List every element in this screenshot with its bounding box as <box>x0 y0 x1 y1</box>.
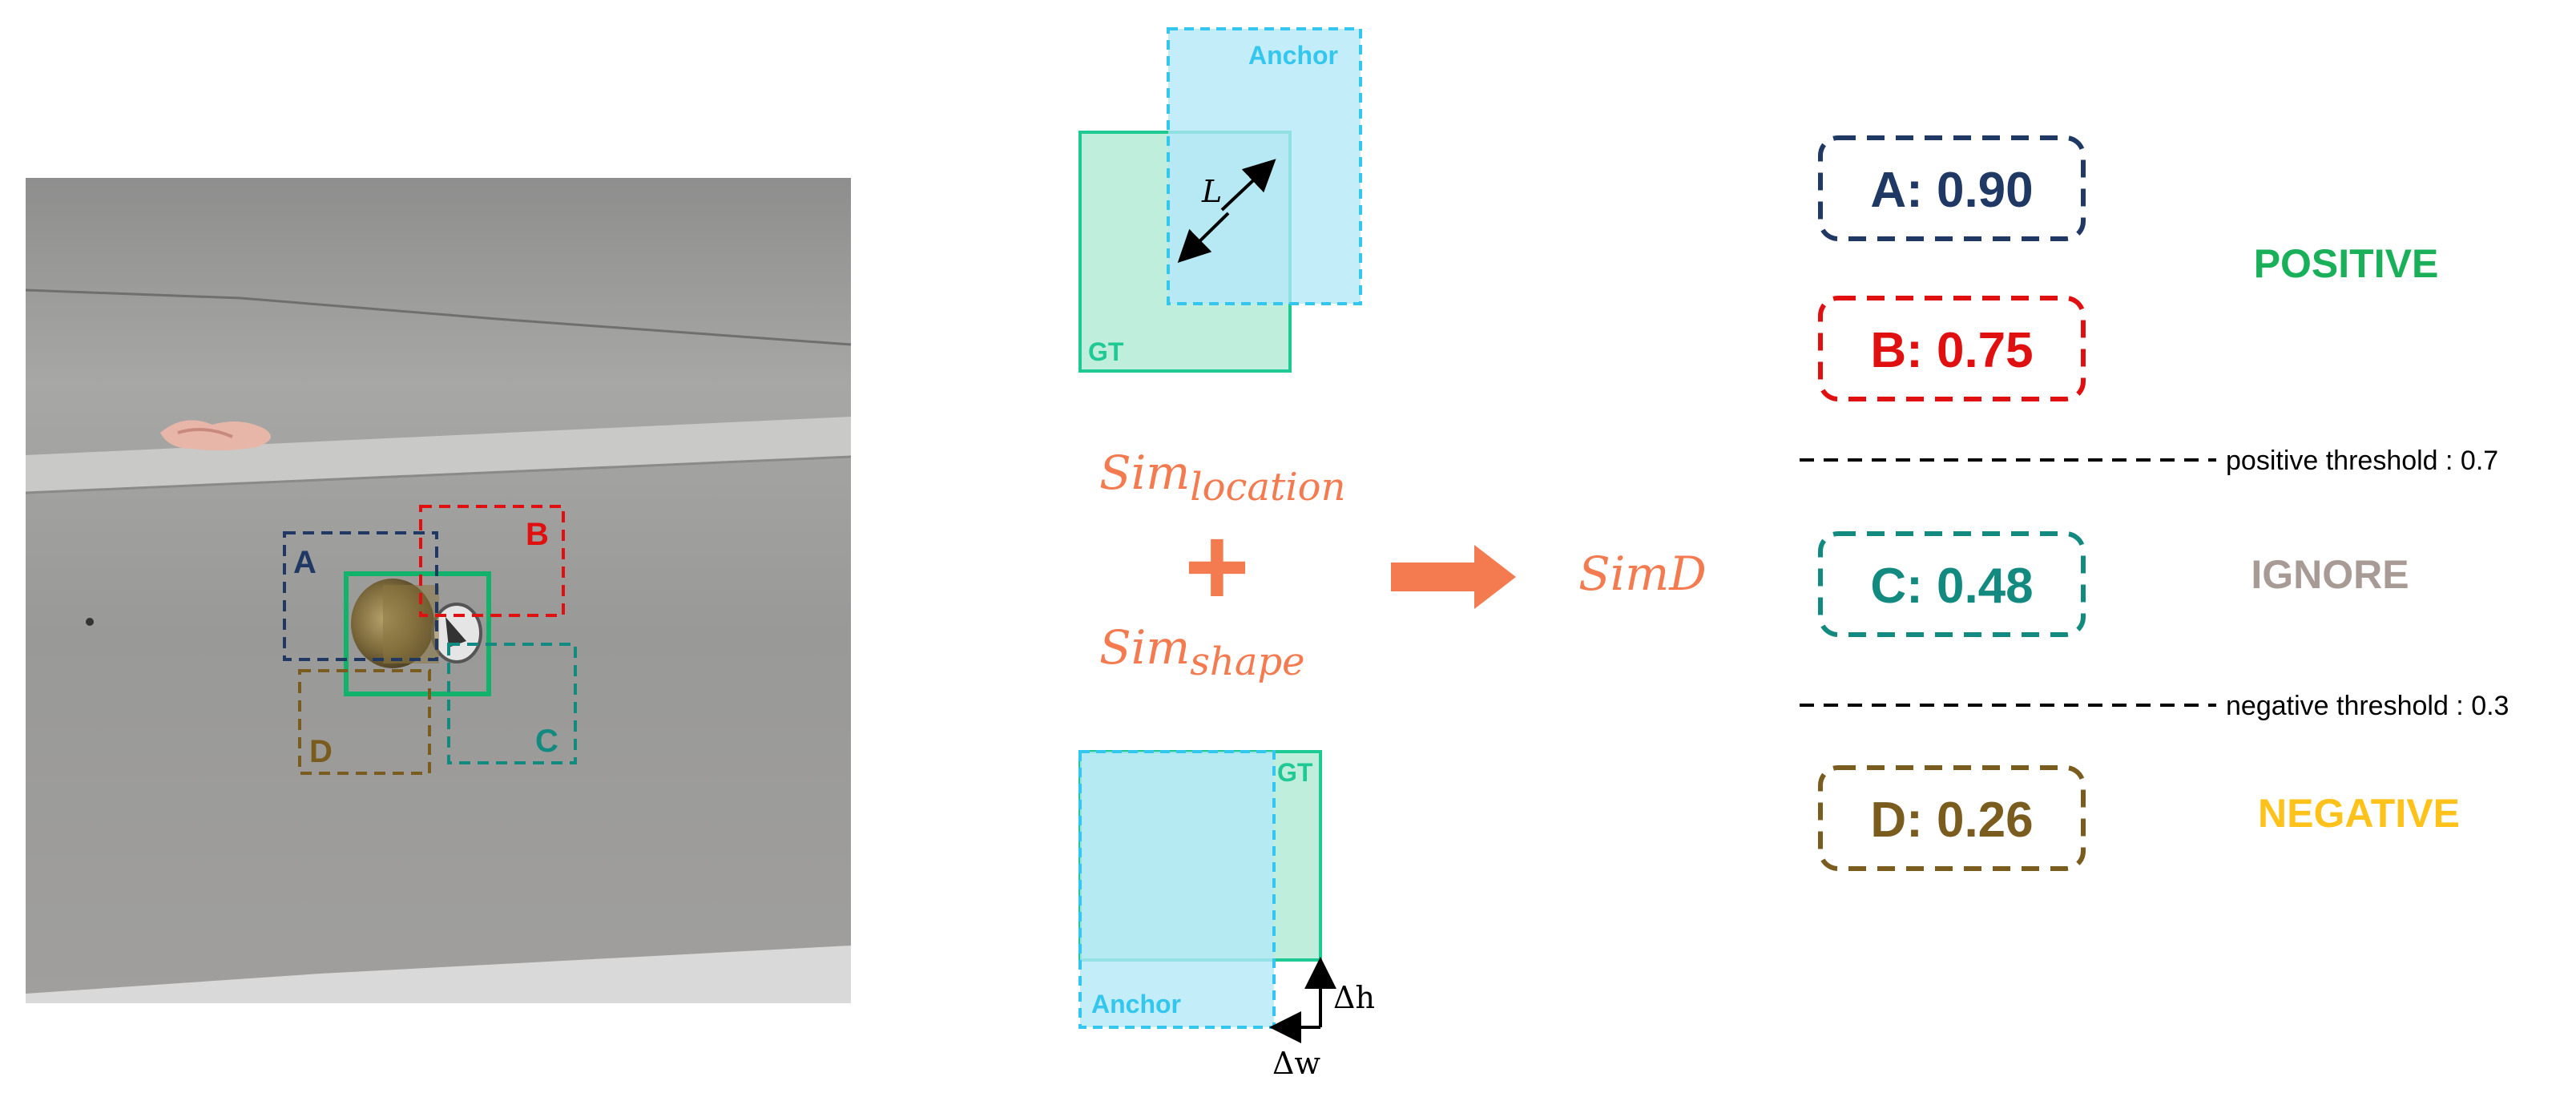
score-d-label: D: 0.26 <box>1870 792 2033 848</box>
box-b-label: B <box>526 517 549 552</box>
shape-gt-label: GT <box>1277 758 1313 787</box>
ignore-category: IGNORE <box>2251 552 2409 597</box>
distance-label: L <box>1201 174 1222 209</box>
box-d-label: D <box>309 734 333 769</box>
debris <box>160 420 271 451</box>
curb <box>26 417 851 493</box>
score-list: A: 0.90 B: 0.75 C: 0.48 D: 0.26 <box>1818 135 2086 871</box>
score-b-label: B: 0.75 <box>1870 323 2033 378</box>
shape-diagram: GT Anchor Δh Δw <box>1078 750 1375 1081</box>
formula: Simlocation + Simshape SimD <box>1099 446 1707 684</box>
shape-anchor-box <box>1078 750 1276 1029</box>
positive-threshold: positive threshold : 0.7 <box>1800 446 2498 476</box>
distance-arrow <box>1220 159 1276 212</box>
box-c: C <box>447 643 577 764</box>
box-a-label: A <box>293 545 316 580</box>
location-gt-label: GT <box>1088 337 1124 366</box>
sim-location-term: Simlocation <box>1099 446 1345 510</box>
delta-w-label: Δw <box>1272 1046 1320 1081</box>
plus-sign: + <box>1184 503 1250 629</box>
lane-marking <box>26 946 851 1003</box>
sim-shape-term: Simshape <box>1099 620 1305 684</box>
location-anchor-label: Anchor <box>1248 41 1338 70</box>
negative-threshold: negative threshold : 0.3 <box>1800 691 2509 721</box>
result-arrow <box>1391 545 1516 609</box>
positive-threshold-label: positive threshold : 0.7 <box>2226 446 2498 476</box>
score-c: C: 0.48 <box>1818 531 2086 637</box>
delta-h-label: Δh <box>1333 980 1375 1015</box>
box-b: B <box>419 505 565 617</box>
box-c-label: C <box>535 724 558 759</box>
score-b: B: 0.75 <box>1818 296 2086 401</box>
gt-box <box>344 571 491 696</box>
negative-category: NEGATIVE <box>2258 791 2460 836</box>
can-object <box>351 579 482 668</box>
score-d: D: 0.26 <box>1818 765 2086 871</box>
box-d: D <box>298 669 431 775</box>
road-photo: A B C D <box>25 178 852 1003</box>
score-a-label: A: 0.90 <box>1870 163 2033 218</box>
simd-result: SimD <box>1578 546 1707 601</box>
positive-category: POSITIVE <box>2254 241 2439 286</box>
score-c-label: C: 0.48 <box>1870 559 2033 614</box>
location-diagram: Anchor GT L <box>1078 27 1362 373</box>
negative-threshold-label: negative threshold : 0.3 <box>2226 691 2509 721</box>
box-a: A <box>283 531 438 661</box>
score-a: A: 0.90 <box>1818 135 2086 241</box>
shape-anchor-label: Anchor <box>1091 990 1181 1018</box>
road-crack <box>25 288 852 346</box>
